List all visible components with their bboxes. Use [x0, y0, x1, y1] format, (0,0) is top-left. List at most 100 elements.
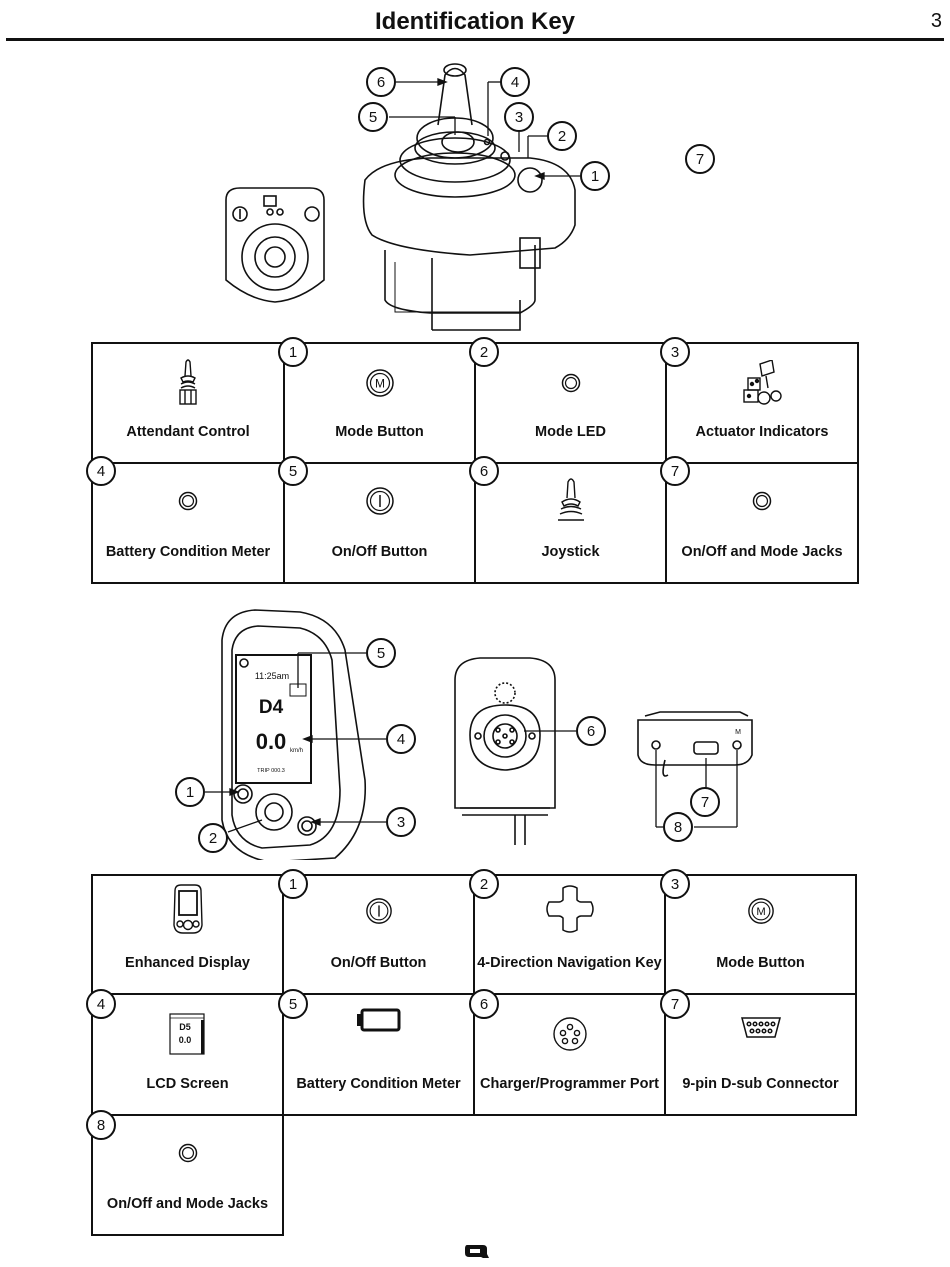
led-icon — [561, 373, 580, 393]
key-cell-battery-meter: Battery Condition Meter — [93, 464, 285, 584]
actuator-indicators-icon — [743, 360, 782, 405]
controller-main-view — [362, 63, 576, 331]
callout-1: 1 — [175, 777, 205, 807]
key-label: On/Off Button — [330, 955, 427, 971]
key-cell-charger-port: Charger/Programmer Port — [475, 995, 666, 1116]
key-cell-attendant-control: Attendant Control — [93, 344, 285, 464]
key-label: Actuator Indicators — [695, 424, 829, 440]
key-label: Joystick — [541, 544, 600, 560]
key-label: On/Off and Mode Jacks — [106, 1196, 269, 1212]
power-button-icon — [365, 898, 392, 924]
key-number-6: 6 — [469, 989, 499, 1019]
key-number-3: 3 — [660, 337, 690, 367]
key-label: Battery Condition Meter — [105, 544, 271, 560]
key-number-8: 8 — [86, 1110, 116, 1140]
nav-key-icon — [545, 885, 594, 933]
header-rule — [6, 38, 944, 41]
enhanced-display-view: 11:25am D4 0.0 km/h TRIP 000.3 — [221, 609, 367, 860]
callout-3: 3 — [504, 102, 534, 132]
display-time: 11:25am — [255, 671, 289, 681]
key-number-3: 3 — [660, 869, 690, 899]
attendant-front-view — [225, 187, 325, 303]
display-underside-view: M — [637, 711, 753, 777]
key-label: On/Off Button — [331, 544, 428, 560]
key-table-controller: Attendant Control M Mode Button Mode LED… — [91, 342, 859, 584]
callout-4: 4 — [386, 724, 416, 754]
key-cell-jacks: On/Off and Mode Jacks — [91, 1116, 284, 1236]
key-number-1: 1 — [278, 869, 308, 899]
key-number-2: 2 — [469, 337, 499, 367]
key-label: Mode Button — [716, 955, 805, 971]
key-label: Mode LED — [535, 424, 606, 440]
figure1-leaders — [389, 78, 580, 180]
key-cell-actuator-indicators: Actuator Indicators — [667, 344, 859, 464]
svg-text:M: M — [735, 729, 741, 736]
key-label: Attendant Control — [126, 424, 250, 440]
key-label: Enhanced Display — [125, 955, 250, 971]
key-number-1: 1 — [278, 337, 308, 367]
svg-text:M: M — [756, 906, 765, 918]
key-cell-dsub-connector: 9-pin D-sub Connector — [666, 995, 857, 1116]
display-speed: 0.0 — [256, 729, 287, 754]
svg-text:M: M — [375, 377, 385, 391]
key-cell-joystick: Joystick — [476, 464, 667, 584]
callout-2: 2 — [547, 121, 577, 151]
key-cell-on-off-button: On/Off Button — [285, 464, 476, 584]
key-cell-nav-key: 4-Direction Navigation Key — [475, 874, 666, 995]
key-cell-mode-button: M Mode Button — [285, 344, 476, 464]
led-icon — [178, 491, 198, 511]
attendant-control-icon — [179, 359, 197, 405]
jack-icon — [178, 1143, 197, 1163]
key-label: On/Off and Mode Jacks — [681, 544, 843, 560]
key-cell-enhanced-display: Enhanced Display — [91, 874, 284, 995]
display-back-view — [454, 657, 556, 845]
key-label: LCD Screen — [146, 1076, 229, 1092]
display-unit: km/h — [290, 748, 303, 754]
mode-button-icon: M — [747, 898, 774, 924]
callout-6: 6 — [576, 716, 606, 746]
key-cell-battery-meter: Battery Condition Meter — [284, 995, 475, 1116]
key-number-5: 5 — [278, 989, 308, 1019]
callout-5: 5 — [358, 102, 388, 132]
key-table-display: Enhanced Display On/Off Button 4-Directi… — [91, 874, 857, 1236]
key-cell-jacks: On/Off and Mode Jacks — [667, 464, 859, 584]
key-number-4: 4 — [86, 456, 116, 486]
callout-5: 5 — [366, 638, 396, 668]
brand-logo — [465, 1245, 489, 1258]
page-number: 3 — [930, 10, 942, 32]
key-number-4: 4 — [86, 989, 116, 1019]
callout-8: 8 — [663, 812, 693, 842]
power-button-icon — [365, 487, 394, 515]
callout-6: 6 — [366, 67, 396, 97]
lcd-icon-drive: D5 — [179, 1022, 191, 1032]
key-label: Battery Condition Meter — [296, 1076, 461, 1092]
key-label: Mode Button — [335, 424, 424, 440]
page-title: Identification Key — [374, 8, 576, 35]
key-number-5: 5 — [278, 456, 308, 486]
key-label: Charger/Programmer Port — [480, 1076, 659, 1092]
callout-7: 7 — [690, 787, 720, 817]
key-label: 4-Direction Navigation Key — [477, 955, 662, 971]
key-cell-mode-led: Mode LED — [476, 344, 667, 464]
key-cell-mode-button: M Mode Button — [666, 874, 857, 995]
key-cell-on-off-button: On/Off Button — [284, 874, 475, 995]
lcd-screen-icon: D50.0 — [168, 1013, 205, 1055]
lcd-icon-speed: 0.0 — [178, 1035, 191, 1045]
jack-icon — [752, 491, 772, 511]
dsub-connector-icon — [740, 1017, 781, 1038]
callout-7: 7 — [685, 144, 715, 174]
figure2-leaders — [205, 652, 738, 833]
key-number-7: 7 — [660, 989, 690, 1019]
display-drive: D4 — [259, 697, 284, 718]
callout-1: 1 — [580, 161, 610, 191]
mode-button-icon: M — [365, 369, 394, 397]
charger-port-icon — [552, 1017, 587, 1051]
display-figure: 11:25am D4 0.0 km/h TRIP 000.3 M — [205, 609, 753, 860]
key-label: 9-pin D-sub Connector — [682, 1076, 839, 1092]
key-number-6: 6 — [469, 456, 499, 486]
enhanced-display-icon — [172, 884, 203, 934]
callout-2: 2 — [198, 823, 228, 853]
battery-icon — [356, 1008, 400, 1032]
key-number-7: 7 — [660, 456, 690, 486]
